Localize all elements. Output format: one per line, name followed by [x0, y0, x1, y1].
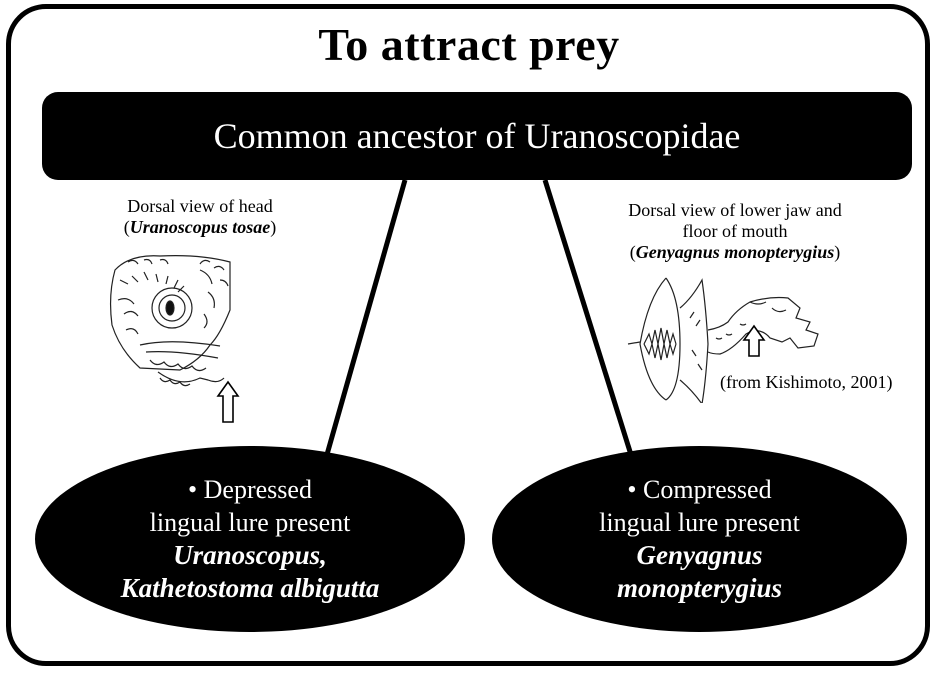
left-arrow-icon	[218, 382, 238, 422]
left-caption: Dorsal view of head (Uranoscopus tosae)	[70, 196, 330, 238]
connector-left	[326, 180, 405, 458]
right-caption: Dorsal view of lower jaw and floor of mo…	[590, 200, 880, 263]
right-taxa-line1: Genyagnus	[636, 539, 762, 572]
left-taxa-line1: Uranoscopus,	[173, 539, 327, 572]
right-trait-bullet: • Compressed	[627, 473, 771, 506]
left-caption-line1: Dorsal view of head	[70, 196, 330, 217]
fish-head-drawing-icon	[100, 250, 250, 430]
left-trait-ellipse: • Depressed lingual lure present Uranosc…	[35, 446, 465, 632]
right-arrow-icon	[744, 326, 764, 356]
right-trait-text: lingual lure present	[599, 506, 800, 539]
right-caption-line1: Dorsal view of lower jaw and	[590, 200, 880, 221]
right-caption-line2: floor of mouth	[590, 221, 880, 242]
source-citation: (from Kishimoto, 2001)	[720, 372, 893, 393]
ancestor-box: Common ancestor of Uranoscopidae	[42, 92, 912, 180]
left-caption-species: Uranoscopus tosae	[130, 217, 271, 237]
left-taxa-line2: Kathetostoma albigutta	[121, 572, 380, 605]
ancestor-label: Common ancestor of Uranoscopidae	[214, 115, 741, 157]
left-trait-text: lingual lure present	[150, 506, 351, 539]
right-caption-species: Genyagnus monopterygius	[636, 242, 835, 262]
right-taxa-line2: monopterygius	[617, 572, 782, 605]
left-trait-bullet: • Depressed	[188, 473, 312, 506]
right-trait-ellipse: • Compressed lingual lure present Genyag…	[492, 446, 907, 632]
